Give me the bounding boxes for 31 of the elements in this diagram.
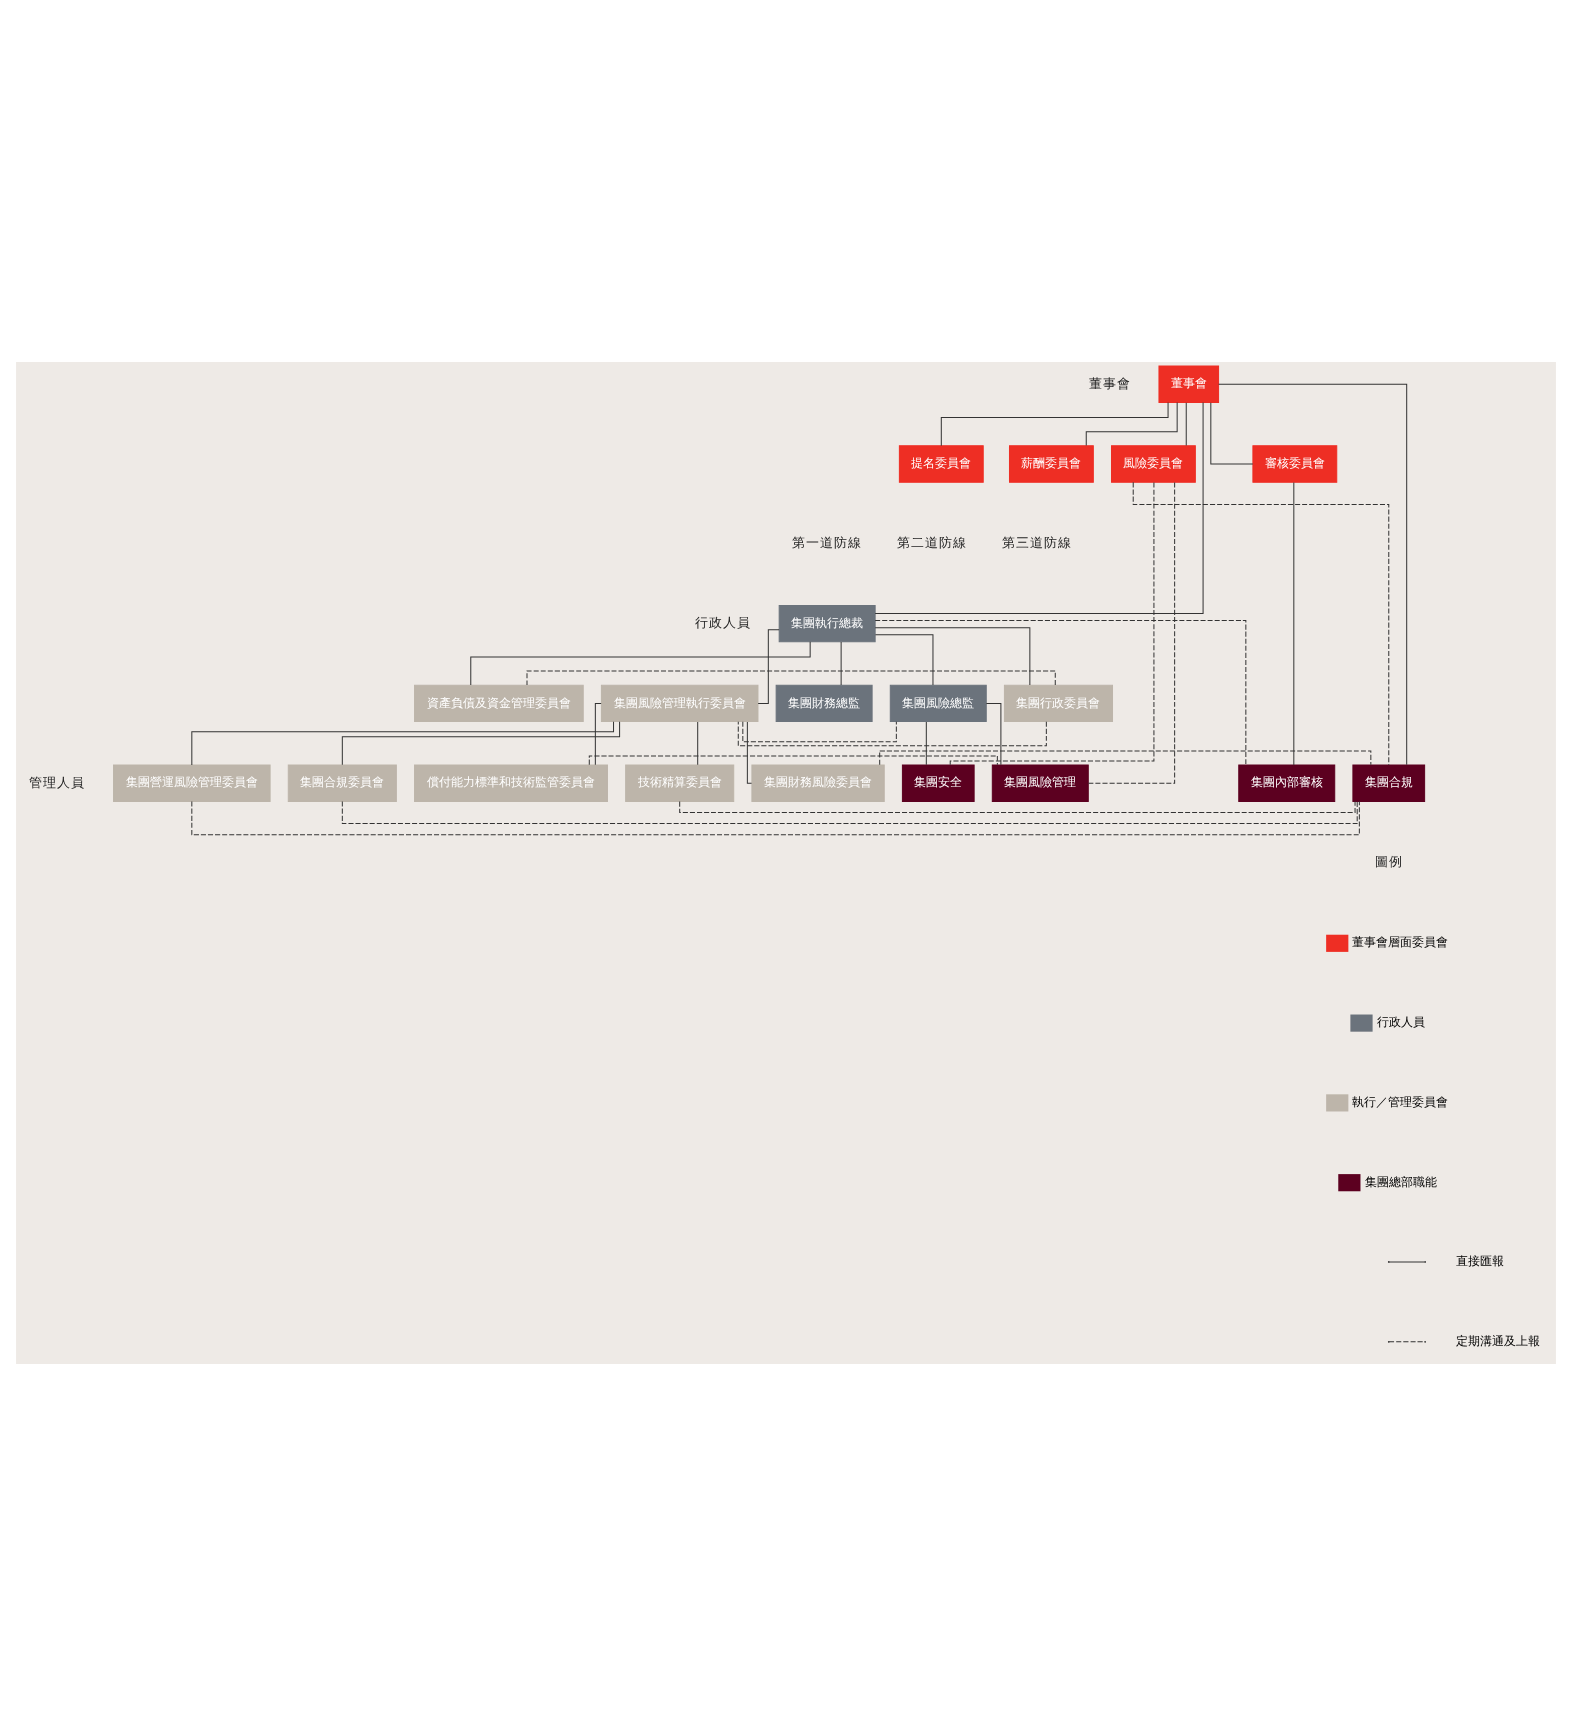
connector [925, 721, 927, 766]
connector [1085, 401, 1178, 447]
connector [341, 721, 621, 766]
connector [1210, 402, 1254, 465]
connector [737, 721, 1047, 747]
connector [1185, 402, 1187, 447]
connector [949, 482, 1155, 766]
connector [746, 721, 753, 784]
connector [1218, 383, 1408, 766]
connector [588, 755, 998, 766]
connector [757, 629, 780, 704]
connector [874, 634, 934, 686]
connector [940, 401, 1169, 447]
connector [1087, 482, 1176, 784]
connector [1293, 482, 1295, 766]
connector [874, 620, 1247, 766]
connector [341, 801, 1358, 825]
connector [191, 801, 1360, 836]
connector [697, 721, 699, 766]
connector [840, 641, 842, 686]
connector [879, 750, 1372, 766]
connector [742, 721, 897, 743]
connector [1132, 481, 1390, 766]
connector [985, 702, 1002, 766]
connector [526, 670, 1056, 686]
connector [594, 702, 602, 766]
connector [470, 641, 811, 686]
connector [679, 801, 1356, 813]
connector [874, 402, 1204, 614]
connector [191, 721, 615, 766]
connector [874, 627, 1031, 686]
